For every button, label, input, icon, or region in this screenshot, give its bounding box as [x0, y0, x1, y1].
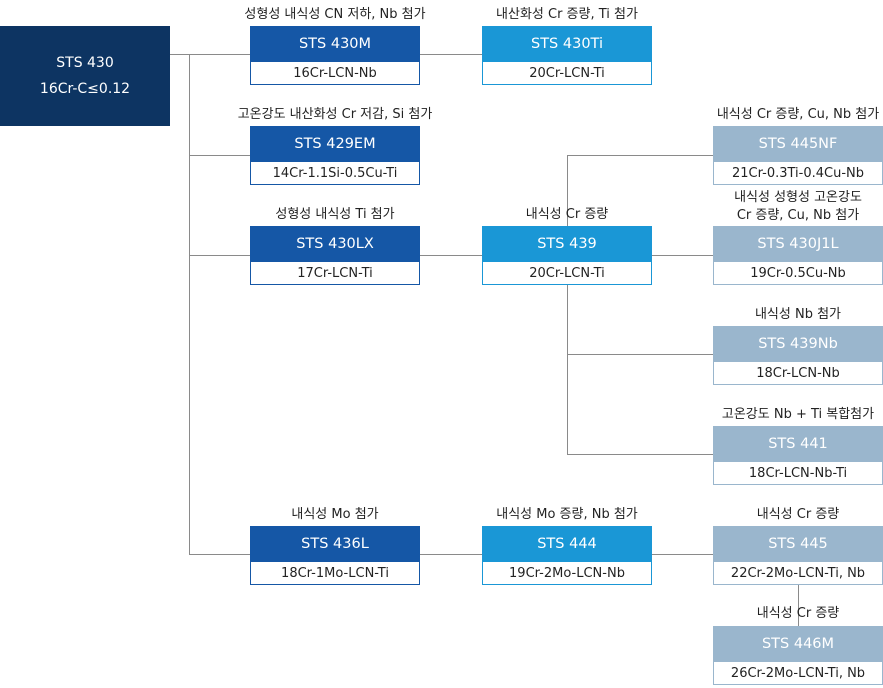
grade-card-sts430m: 성형성 내식성 CN 저하, Nb 첨가 STS 430M 16Cr-LCN-N… [244, 7, 426, 85]
grade-caption: 내산화성 Cr 증량, Ti 첨가 [496, 7, 638, 22]
root-grade-name: STS 430 [56, 55, 114, 71]
grade-spec: 16Cr-LCN-Nb [250, 62, 420, 85]
grade-name: STS 430M [250, 26, 420, 62]
grade-spec: 17Cr-LCN-Ti [250, 262, 420, 285]
grade-caption: 내식성 Mo 첨가 [291, 507, 379, 522]
grade-card-sts436l: 내식성 Mo 첨가 STS 436L 18Cr-1Mo-LCN-Ti [250, 507, 420, 585]
grade-caption: 성형성 내식성 CN 저하, Nb 첨가 [244, 7, 426, 22]
grade-caption: 내식성 Nb 첨가 [754, 307, 842, 322]
grade-card-sts439nb: 내식성 Nb 첨가 STS 439Nb 18Cr-LCN-Nb [713, 307, 883, 385]
grade-spec: 21Cr-0.3Ti-0.4Cu-Nb [713, 162, 883, 185]
grade-name: STS 441 [713, 426, 883, 462]
grade-spec: 18Cr-LCN-Nb [713, 362, 883, 385]
grade-spec: 22Cr-2Mo-LCN-Ti, Nb [713, 562, 883, 585]
grade-spec: 18Cr-LCN-Nb-Ti [713, 462, 883, 485]
grade-card-sts430ti: 내산화성 Cr 증량, Ti 첨가 STS 430Ti 20Cr-LCN-Ti [482, 7, 652, 85]
grade-name: STS 446M [713, 626, 883, 662]
grade-spec: 20Cr-LCN-Ti [482, 62, 652, 85]
grade-card-sts441: 고온강도 Nb + Ti 복합첨가 STS 441 18Cr-LCN-Nb-Ti [713, 407, 883, 485]
grade-name: STS 445 [713, 526, 883, 562]
grade-name: STS 430J1L [713, 226, 883, 262]
grade-name: STS 429EM [250, 126, 420, 162]
grade-card-sts430j1l: 내식성 성형성 고온강도 Cr 증량, Cu, Nb 첨가 STS 430J1L… [713, 190, 883, 285]
grade-spec: 14Cr-1.1Si-0.5Cu-Ti [250, 162, 420, 185]
grade-card-sts429em: 고온강도 내산화성 Cr 저감, Si 첨가 STS 429EM 14Cr-1.… [238, 107, 432, 185]
grade-card-sts430lx: 성형성 내식성 Ti 첨가 STS 430LX 17Cr-LCN-Ti [250, 207, 420, 285]
grade-name: STS 439 [482, 226, 652, 262]
grade-spec: 20Cr-LCN-Ti [482, 262, 652, 285]
grade-caption: 고온강도 내산화성 Cr 저감, Si 첨가 [237, 107, 433, 122]
grade-card-sts445nf: 내식성 Cr 증량, Cu, Nb 첨가 STS 445NF 21Cr-0.3T… [713, 107, 883, 185]
grade-caption: 내식성 Cr 증량 [525, 207, 609, 222]
grade-name: STS 445NF [713, 126, 883, 162]
grade-spec: 19Cr-0.5Cu-Nb [713, 262, 883, 285]
grade-card-sts446m: 내식성 Cr 증량 STS 446M 26Cr-2Mo-LCN-Ti, Nb [713, 606, 883, 685]
grade-card-sts444: 내식성 Mo 증량, Nb 첨가 STS 444 19Cr-2Mo-LCN-Nb [482, 507, 652, 585]
grade-spec: 19Cr-2Mo-LCN-Nb [482, 562, 652, 585]
grade-caption: 내식성 Cr 증량 [756, 507, 840, 522]
grade-spec: 26Cr-2Mo-LCN-Ti, Nb [713, 662, 883, 685]
grade-name: STS 430LX [250, 226, 420, 262]
grade-caption: 내식성 성형성 고온강도 [734, 190, 862, 205]
root-grade-box: STS 430 16Cr-C≤0.12 [0, 26, 170, 126]
root-grade-spec: 16Cr-C≤0.12 [39, 81, 131, 97]
grade-name: STS 430Ti [482, 26, 652, 62]
grade-card-sts445: 내식성 Cr 증량 STS 445 22Cr-2Mo-LCN-Ti, Nb [713, 507, 883, 585]
grade-card-sts439: 내식성 Cr 증량 STS 439 20Cr-LCN-Ti [482, 207, 652, 285]
grade-spec: 18Cr-1Mo-LCN-Ti [250, 562, 420, 585]
grade-name: STS 436L [250, 526, 420, 562]
grade-caption: 내식성 Cr 증량 [756, 606, 840, 621]
grade-caption: 고온강도 Nb + Ti 복합첨가 [721, 407, 875, 422]
grade-caption: 내식성 Mo 증량, Nb 첨가 [496, 507, 638, 522]
grade-name: STS 444 [482, 526, 652, 562]
grade-caption: Cr 증량, Cu, Nb 첨가 [736, 208, 860, 223]
grade-caption: 성형성 내식성 Ti 첨가 [275, 207, 395, 222]
grade-name: STS 439Nb [713, 326, 883, 362]
grade-caption: 내식성 Cr 증량, Cu, Nb 첨가 [716, 107, 880, 122]
